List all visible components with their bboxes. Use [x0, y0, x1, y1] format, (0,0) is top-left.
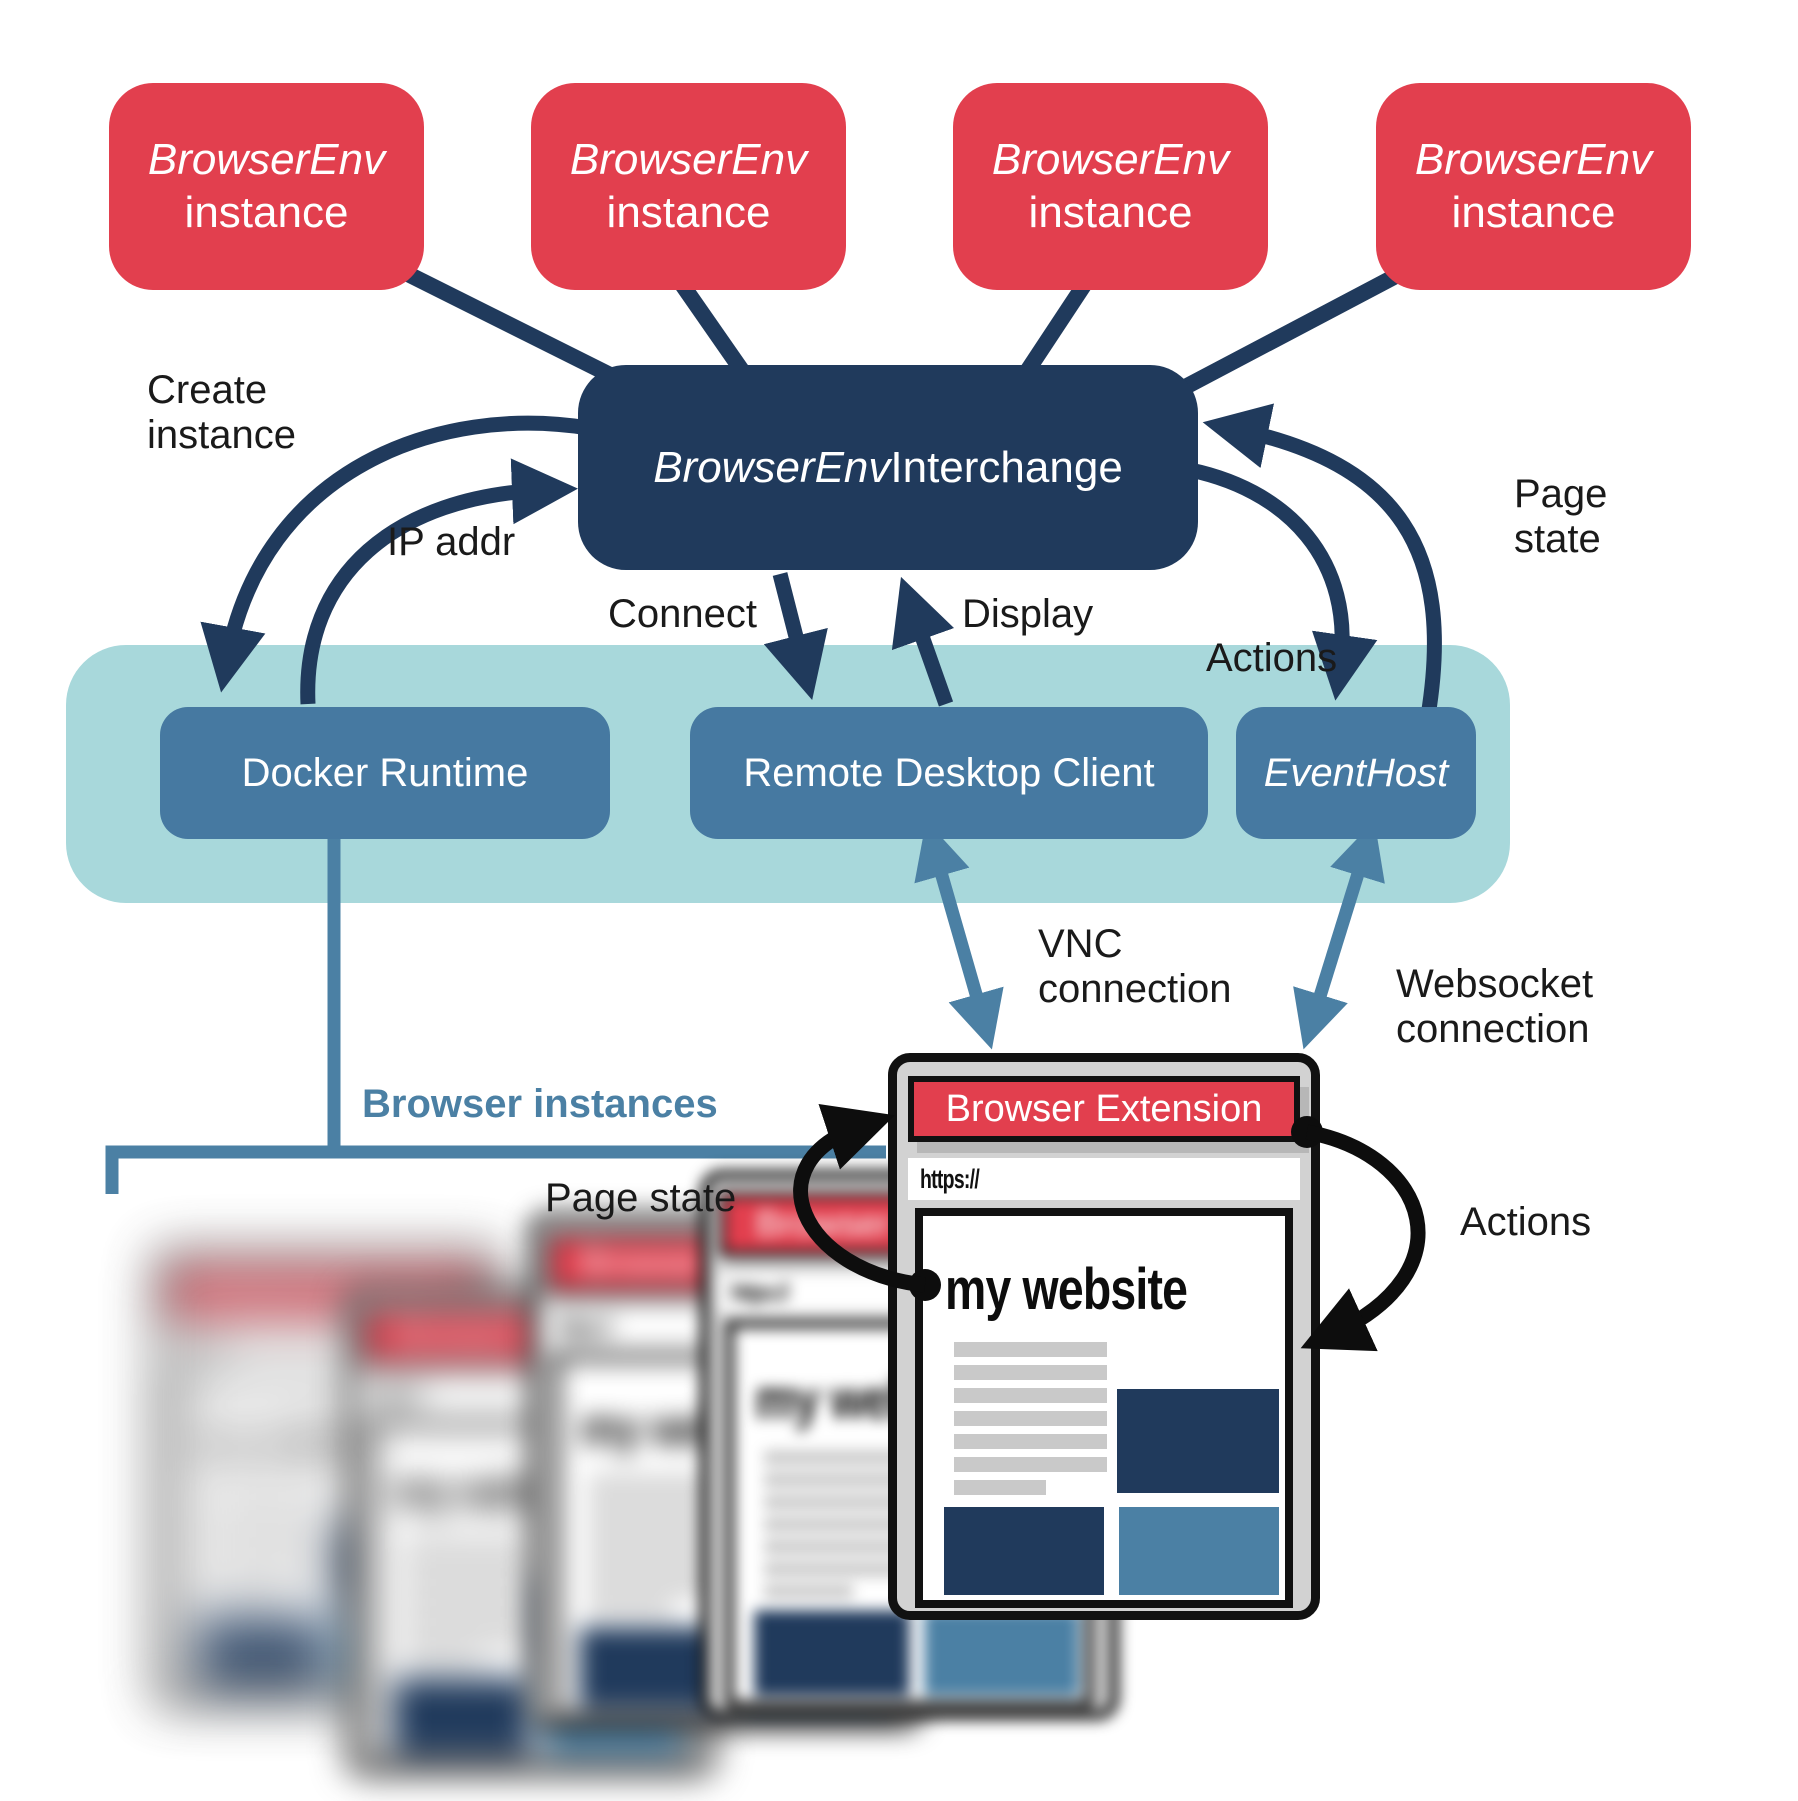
- page-content: my website: [915, 1208, 1293, 1608]
- instance-title: BrowserEnv: [1414, 134, 1653, 184]
- instance-title: BrowserEnv: [147, 134, 386, 184]
- label-browser-instances: Browser instances: [362, 1082, 718, 1126]
- content-block-blue-bottom: [1119, 1507, 1279, 1595]
- text-line-placeholders: [205, 1482, 330, 1612]
- url-text: https://: [731, 1277, 789, 1307]
- eventhost-box: EventHost: [1236, 707, 1476, 839]
- label-page-state-bottom: Page state: [545, 1176, 737, 1220]
- label-connect: Connect: [608, 592, 757, 636]
- url-bar: https://: [908, 1158, 1300, 1200]
- browserenv-interchange-box: BrowserEnv Interchange: [578, 365, 1198, 570]
- browser-extension-bar: Browser Extension: [908, 1076, 1300, 1142]
- arrow-actions-loop: [1300, 1124, 1426, 1352]
- label-vnc-connection: VNC connection: [1038, 922, 1232, 1012]
- label-create-instance: Create instance: [147, 368, 296, 458]
- instance-title: BrowserEnv: [991, 134, 1230, 184]
- text-line-placeholders: [588, 1476, 729, 1623]
- remote-desktop-client-box: Remote Desktop Client: [690, 707, 1208, 839]
- content-block-navy-bottom: [393, 1678, 531, 1755]
- instance-subtitle: instance: [184, 187, 349, 237]
- instance-subtitle: instance: [1451, 187, 1616, 237]
- label-actions-top: Actions: [1206, 636, 1338, 680]
- label-display: Display: [962, 592, 1094, 636]
- browserenv-instance-box-4: BrowserEnv instance: [1376, 83, 1691, 290]
- instance-subtitle: instance: [1028, 187, 1193, 237]
- label-websocket-connection: Websocket connection: [1396, 962, 1594, 1052]
- browserenv-instance-box-3: BrowserEnv instance: [953, 83, 1268, 290]
- text-line-placeholders: [764, 1450, 913, 1606]
- page-heading: my website: [945, 1257, 1188, 1322]
- browserenv-instance-box-1: BrowserEnv instance: [109, 83, 424, 290]
- browser-window-frame: Browser Extension https:// my website: [888, 1053, 1320, 1620]
- browser-extension-label: Browser Extension: [945, 1087, 1263, 1130]
- interchange-title-italic: BrowserEnv: [653, 442, 891, 492]
- text-line-placeholders: [401, 1536, 534, 1675]
- content-block-navy-bottom: [944, 1507, 1104, 1595]
- url-text: https://: [920, 1163, 980, 1194]
- content-block-navy-bottom: [754, 1610, 910, 1696]
- url-text: https://: [557, 1313, 612, 1341]
- docker-runtime-box: Docker Runtime: [160, 707, 610, 839]
- url-text: https://: [372, 1383, 424, 1409]
- label-ip-addr: IP addr: [387, 520, 516, 564]
- instance-subtitle: instance: [606, 187, 771, 237]
- interchange-title-regular: Interchange: [890, 442, 1123, 492]
- label-actions-bottom: Actions: [1460, 1200, 1592, 1244]
- content-block-navy: [1117, 1389, 1279, 1493]
- remote-desktop-client-label: Remote Desktop Client: [743, 750, 1155, 795]
- content-block-navy-bottom: [197, 1615, 327, 1688]
- label-page-state-top: Page state: [1514, 472, 1608, 562]
- url-text: https://: [177, 1337, 226, 1362]
- eventhost-label: EventHost: [1263, 750, 1449, 795]
- text-line-placeholders: [954, 1342, 1107, 1503]
- browserenv-instance-box-2: BrowserEnv instance: [531, 83, 846, 290]
- content-block-blue-bottom: [924, 1610, 1080, 1696]
- docker-runtime-label: Docker Runtime: [241, 750, 529, 795]
- browser-window: Browser Extension https:// my website: [888, 1053, 1320, 1620]
- instance-title: BrowserEnv: [569, 134, 808, 184]
